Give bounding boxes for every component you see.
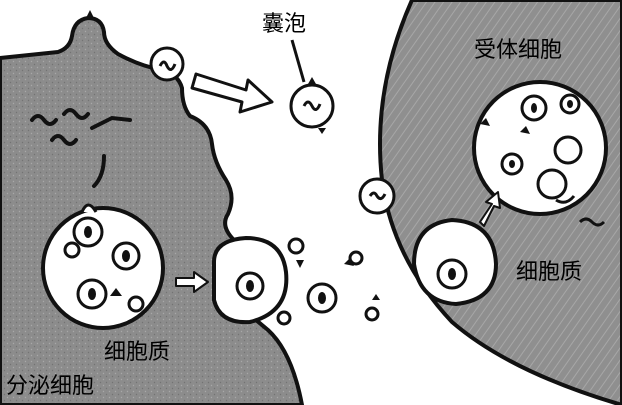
secretory-cytoplasm-label: 细胞质 [104,340,171,365]
uptake-arrow [479,191,501,227]
secretory-organelle [41,206,165,330]
transport-arrow [175,271,209,293]
receptor-cell-label: 受体细胞 [474,38,563,63]
vesicle-pointer-line [290,39,306,83]
receptor-cytoplasm-label: 细胞质 [516,260,583,285]
receptor-organelle [472,80,608,216]
secretory-cell-label: 分泌细胞 [6,374,95,399]
released-molecules [276,237,380,326]
signal-molecules [30,108,132,188]
release-arrow [190,72,274,114]
vesicle-label: 囊泡 [262,12,307,37]
organelle-contents [63,216,145,313]
